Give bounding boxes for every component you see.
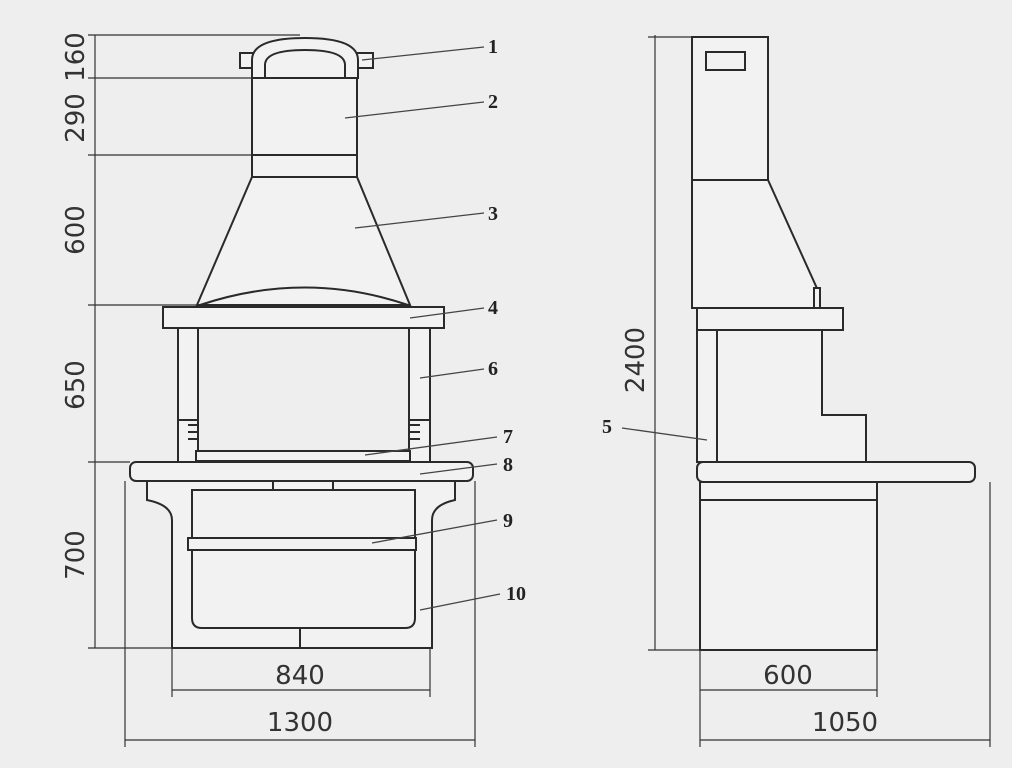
callout-number: 4	[488, 297, 498, 319]
side-view: 2400 600 1050 5	[602, 35, 991, 747]
callout-number: 6	[488, 358, 498, 380]
callouts: 1 2 3 4 6 7 8 9 10	[344, 36, 526, 611]
left-pillar	[177, 327, 199, 463]
side-chimney-slot	[705, 51, 746, 71]
total-height-label: 2400	[621, 327, 651, 393]
side-counter	[696, 461, 976, 483]
callout-number: 1	[488, 36, 498, 58]
side-body	[696, 329, 867, 463]
counter-slab	[129, 461, 474, 482]
front-view: 160 290 600 650 700	[61, 32, 526, 747]
height-label: 700	[61, 530, 91, 580]
upper-slab	[162, 306, 445, 329]
width-dimensions: 840 1300	[124, 481, 476, 747]
height-dimension-chain: 160 290 600 650 700	[61, 32, 300, 649]
chimney-pipe	[251, 77, 358, 156]
height-label: 600	[61, 205, 91, 255]
side-upper-slab	[696, 307, 844, 331]
hood	[195, 176, 412, 306]
side-base	[699, 481, 878, 651]
depth-label: 1050	[812, 708, 878, 738]
height-label: 650	[61, 360, 91, 410]
bowl-band	[187, 537, 417, 551]
callout-number: 2	[488, 91, 498, 113]
chimney-band	[251, 154, 358, 178]
height-label: 290	[61, 93, 91, 143]
callout-number: 5	[602, 416, 612, 438]
depth-label: 600	[763, 661, 813, 691]
width-label: 840	[275, 661, 325, 691]
ash-bowl	[191, 489, 416, 629]
height-label: 160	[61, 32, 91, 82]
chimney-cap	[239, 36, 374, 79]
grill-grate	[195, 450, 411, 462]
callout-number: 10	[506, 583, 526, 605]
callout-number: 9	[503, 510, 513, 532]
right-pillar	[408, 327, 431, 463]
callout-number: 8	[503, 454, 513, 476]
callout-number: 3	[488, 203, 498, 225]
callout-number: 7	[503, 426, 513, 448]
width-label: 1300	[267, 708, 333, 738]
